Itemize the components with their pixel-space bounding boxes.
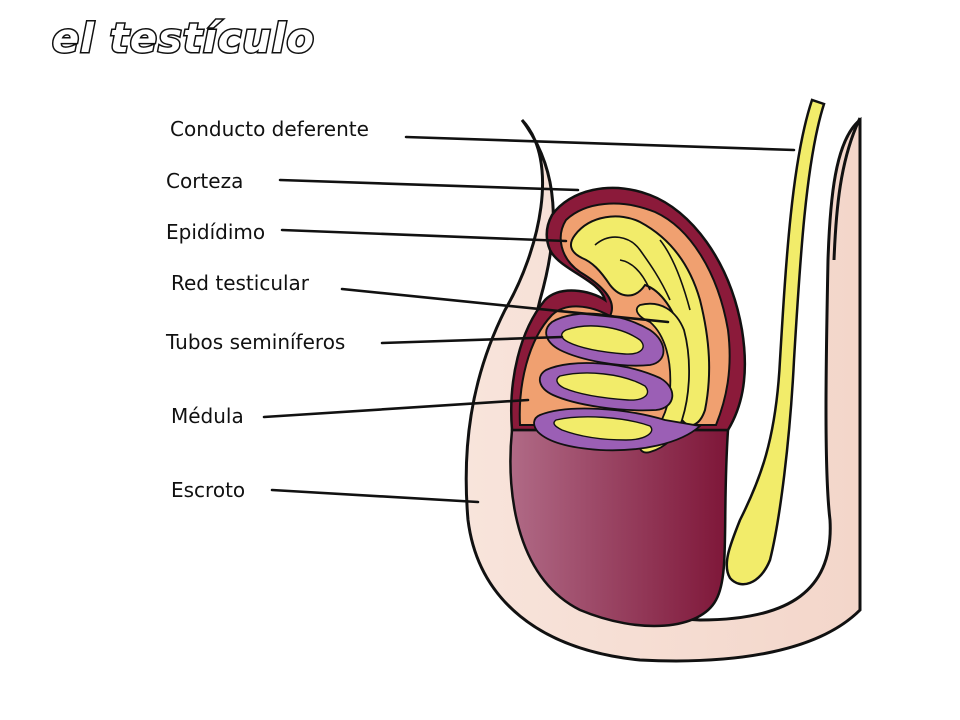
label-medula: Médula — [171, 404, 244, 428]
label-epididimo: Epidídimo — [166, 220, 265, 244]
leader-lines — [262, 135, 796, 504]
lower-testis — [509, 428, 730, 628]
vas-deferens — [725, 98, 826, 586]
page-title: el testículo — [52, 16, 315, 62]
label-corteza: Corteza — [166, 169, 243, 193]
labels: Conducto deferente Corteza Epidídimo Red… — [165, 117, 369, 502]
seminiferous-tubules — [533, 312, 702, 452]
rete-testis — [635, 302, 690, 454]
label-red-testicular: Red testicular — [171, 271, 310, 295]
label-escroto: Escroto — [171, 478, 245, 502]
label-conducto-deferente: Conducto deferente — [170, 117, 369, 141]
label-tubos-seminiferos: Tubos seminíferos — [165, 330, 345, 354]
